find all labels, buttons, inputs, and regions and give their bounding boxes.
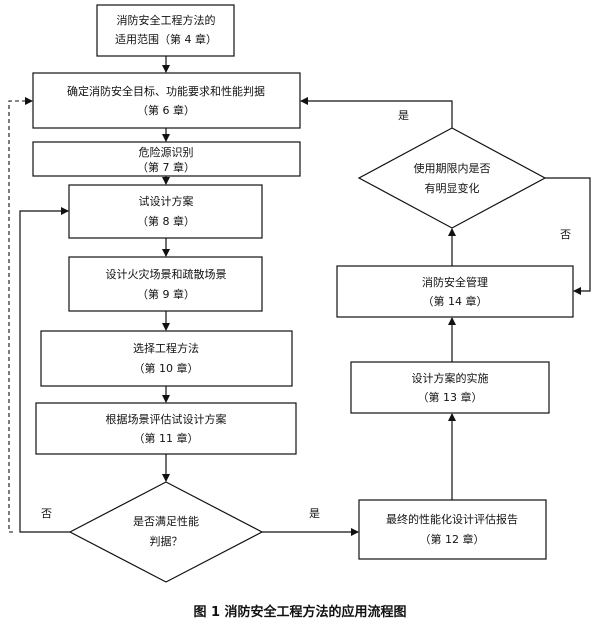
node-change-line1: 使用期限内是否 xyxy=(414,161,491,175)
node-report-line2: （第 12 章） xyxy=(420,532,485,546)
node-objectives-line1: 确定消防安全目标、功能要求和性能判据 xyxy=(67,84,265,98)
node-scenarios-line1: 设计火灾场景和疏散场景 xyxy=(106,267,227,281)
node-decision-line2: 判据？ xyxy=(150,534,183,548)
node-trial-line2: （第 8 章） xyxy=(137,214,195,228)
decision-no-loop xyxy=(19,207,70,533)
change-yes-arrow xyxy=(300,97,453,128)
node-implement-line2: （第 13 章） xyxy=(418,390,483,404)
node-scope-line1: 消防安全工程方法的 xyxy=(117,13,216,27)
node-methods-line1: 选择工程方法 xyxy=(133,341,199,355)
node-scope-line2: 适用范围（第 4 章） xyxy=(115,32,217,46)
figure-caption: 图 1 消防安全工程方法的应用流程图 xyxy=(193,604,406,620)
node-hazard-line2: （第 7 章） xyxy=(137,160,195,174)
node-evaluate-line1: 根据场景评估试设计方案 xyxy=(106,412,227,426)
node-evaluate-line2: （第 11 章） xyxy=(134,431,199,445)
node-methods-line2: （第 10 章） xyxy=(134,361,199,375)
dashed-loop xyxy=(8,97,33,533)
node-methods: 选择工程方法 （第 10 章） xyxy=(40,330,293,387)
node-management-line1: 消防安全管理 xyxy=(422,275,488,289)
change-no-arrow xyxy=(545,177,591,295)
node-management: 消防安全管理 （第 14 章） xyxy=(336,265,574,318)
node-scope: 消防安全工程方法的 适用范围（第 4 章） xyxy=(96,4,235,57)
label-change-yes: 是 xyxy=(398,109,409,122)
label-decision-yes: 是 xyxy=(309,507,320,520)
node-objectives: 确定消防安全目标、功能要求和性能判据 （第 6 章） xyxy=(32,72,301,129)
node-trial: 试设计方案 （第 8 章） xyxy=(68,184,263,239)
node-objectives-line2: （第 6 章） xyxy=(137,103,195,117)
node-change-line2: 有明显变化 xyxy=(425,181,480,195)
node-scenarios-line2: （第 9 章） xyxy=(137,287,195,301)
label-decision-no: 否 xyxy=(41,507,52,520)
node-decision-line1: 是否满足性能 xyxy=(133,514,199,528)
label-change-no: 否 xyxy=(560,228,571,241)
node-report-line1: 最终的性能化设计评估报告 xyxy=(386,512,518,526)
node-decision: 是否满足性能 判据？ xyxy=(68,481,264,583)
node-report: 最终的性能化设计评估报告 （第 12 章） xyxy=(358,499,547,560)
node-trial-line1: 试设计方案 xyxy=(139,194,194,208)
node-hazard: 危险源识别 （第 7 章） xyxy=(32,141,301,177)
node-management-line2: （第 14 章） xyxy=(423,294,488,308)
node-evaluate: 根据场景评估试设计方案 （第 11 章） xyxy=(35,402,297,455)
node-scenarios: 设计火灾场景和疏散场景 （第 9 章） xyxy=(68,256,263,312)
node-change: 使用期限内是否 有明显变化 xyxy=(357,127,547,229)
node-hazard-line1: 危险源识别 xyxy=(139,145,194,159)
node-implement: 设计方案的实施 （第 13 章） xyxy=(350,361,550,414)
node-implement-line1: 设计方案的实施 xyxy=(412,371,489,385)
